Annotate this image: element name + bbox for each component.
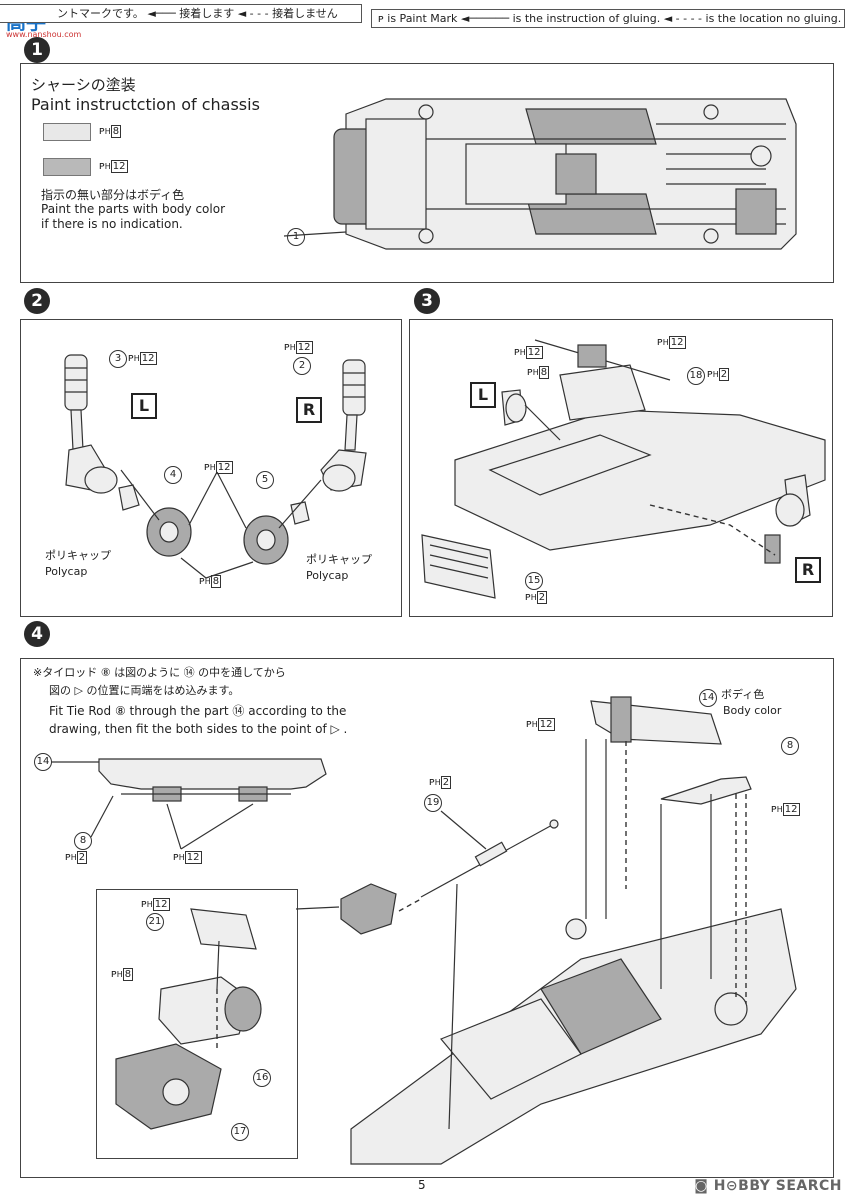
part-number-14-top: 14 <box>699 689 717 707</box>
front-frame-illustration <box>421 339 826 599</box>
step-4-marker: 4 <box>24 621 50 647</box>
step-1-title-en: Paint instructction of chassis <box>31 95 260 114</box>
polycap-label-left-en: Polycap <box>45 565 88 578</box>
step-1-note-en2: if there is no indication. <box>41 217 183 231</box>
step-1-note-en1: Paint the parts with body color <box>41 202 226 216</box>
legend-jp: ントマークです。 ◄─── 接着します ◄ - - - 接着しません <box>0 4 362 23</box>
step-3-marker: 3 <box>414 288 440 314</box>
body-color-jp: ボディ色 <box>721 688 765 701</box>
step-1-marker: 1 <box>24 37 50 63</box>
right-side-label: R <box>795 557 821 583</box>
part-number-2: 2 <box>293 357 311 375</box>
chassis-illustration <box>283 98 797 250</box>
polycap-label-right-en: Polycap <box>306 569 349 582</box>
step-2-marker: 2 <box>24 288 50 314</box>
steering-illustration <box>51 696 797 1165</box>
left-side-label: L <box>470 382 496 408</box>
step-1-title-jp: シャーシの塗装 <box>31 76 136 94</box>
part-number-17: 17 <box>231 1123 249 1141</box>
right-side-label: R <box>296 397 322 423</box>
part-number-5: 5 <box>256 471 274 489</box>
step-4-note-jp1: ※タイロッド ⑧ は図のように ⑭ の中を通してから <box>33 666 286 679</box>
paint-swatch-light <box>43 123 91 141</box>
step-4-panel: ※タイロッド ⑧ は図のように ⑭ の中を通してから 図の ▷ の位置に両端をは… <box>20 658 834 1178</box>
part-number-1: 1 <box>287 228 305 246</box>
part-number-15: 15 <box>525 572 543 590</box>
step-1-note-jp: 指示の無い部分はボディ色 <box>41 188 185 202</box>
part-number-21: 21 <box>146 913 164 931</box>
part-number-4: 4 <box>164 466 182 484</box>
paint-swatch-dark <box>43 158 91 176</box>
part-number-3: 3 <box>109 350 127 368</box>
part-number-8: 8 <box>74 832 92 850</box>
step-4-note-en2: drawing, then fit the both sides to the … <box>49 722 348 736</box>
part-number-8-top: 8 <box>781 737 799 755</box>
suspension-illustration <box>64 354 367 579</box>
part-number-16: 16 <box>253 1069 271 1087</box>
part-number-19: 19 <box>424 794 442 812</box>
hobby-search-watermark: ◙ H⊝BBY SEARCH <box>694 1178 842 1194</box>
step-1-panel: シャーシの塗装 Paint instructction of chassis ᴘ… <box>20 63 834 283</box>
left-side-label: L <box>131 393 157 419</box>
part-number-18: 18 <box>687 367 705 385</box>
polycap-label-left-jp: ポリキャップ <box>45 549 111 562</box>
gearbox-inset <box>96 889 298 1159</box>
brand-url: www.nanshou.com <box>6 30 82 39</box>
page-number: 5 <box>418 1178 426 1192</box>
step-4-note-jp2: 図の ▷ の位置に両端をはめ込みます。 <box>49 684 240 697</box>
part-number-14: 14 <box>34 753 52 771</box>
polycap-label-right-jp: ポリキャップ <box>306 553 372 566</box>
step-4-note-en1: Fit Tie Rod ⑧ through the part ⑭ accordi… <box>49 704 347 718</box>
legend-en: ᴘ is Paint Mark ◄────── is the instructi… <box>371 9 845 28</box>
body-color-en: Body color <box>723 704 782 717</box>
